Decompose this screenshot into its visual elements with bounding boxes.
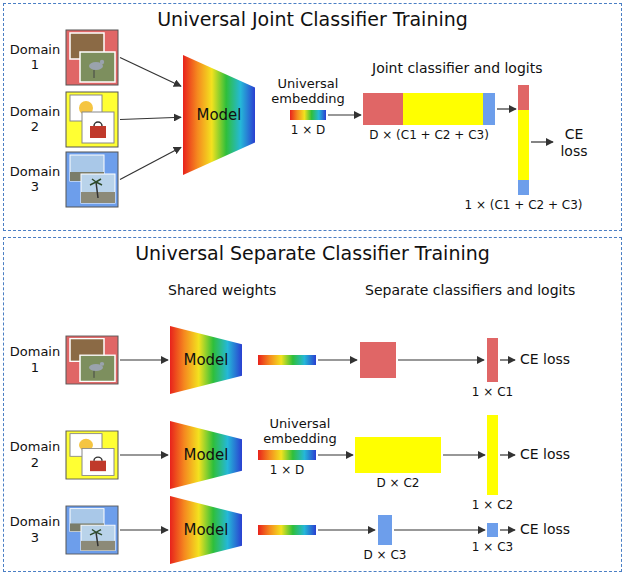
section-label: Shared weights (168, 282, 276, 299)
connector-arrow (120, 147, 181, 179)
panel-title: Universal Joint Classifier Training (4, 8, 621, 31)
dimension-label: 1 × D (291, 123, 326, 137)
model-outline (170, 421, 242, 489)
classifier-matrix: D × (C1 + C2 + C3) (363, 93, 495, 125)
arrow (398, 359, 484, 360)
dimension-label: D × C3 (364, 548, 407, 562)
matrix-segment (483, 93, 495, 125)
embedding-bar (258, 525, 316, 535)
embedding-bar (258, 355, 316, 365)
domain-label: Domain 2 (9, 439, 61, 470)
matrix-segment (487, 415, 498, 495)
model-trapezoid: Model (170, 421, 242, 489)
model-outline (183, 55, 255, 175)
arrow (500, 359, 515, 360)
model-trapezoid: Model (170, 496, 242, 564)
model-label: Model (170, 446, 242, 464)
arrow (500, 529, 515, 530)
domain-image-stack: Domain 2 (66, 431, 118, 479)
matrix-segment (378, 515, 392, 545)
classifier-matrix: D × C2 (355, 437, 441, 473)
connector-arrow (328, 114, 361, 115)
matrix-segment (403, 93, 483, 125)
dimension-label: 1 × C2 (472, 498, 513, 512)
embedding-label: Universal embedding (255, 416, 345, 447)
domain-label: Domain 1 (9, 42, 61, 73)
logits-bar: 1 × C2 (487, 415, 498, 495)
dimension-label: D × C2 (377, 476, 420, 490)
domain-images (66, 431, 118, 479)
domain-image-stack: Domain 1 (66, 30, 118, 85)
model-outline (170, 496, 242, 564)
arrow (500, 454, 515, 455)
logits-bar: 1 × C3 (487, 523, 498, 537)
domain-label: Domain 3 (9, 164, 61, 195)
matrix-segment (518, 180, 529, 195)
dimension-label: D × (C1 + C2 + C3) (369, 128, 489, 142)
domain-label: Domain 3 (9, 514, 61, 545)
domain-image-stack: Domain 3 (66, 152, 118, 207)
model-outline (170, 326, 242, 394)
model-trapezoid: Model (183, 55, 255, 175)
section-label: Separate classifiers and logits (365, 282, 575, 299)
classifier-matrix (360, 342, 396, 378)
loss-label: CE loss (520, 351, 570, 368)
loss-label: CE loss (520, 521, 570, 538)
domain-image-stack: Domain 2 (66, 92, 118, 147)
matrix-segment (355, 437, 441, 473)
connector-arrow (120, 454, 168, 455)
matrix-segment (363, 93, 403, 125)
domain-label: Domain 1 (9, 344, 61, 375)
arrow (318, 529, 375, 530)
dimension-label: 1 × C3 (472, 540, 513, 554)
connector-arrow (120, 58, 181, 87)
logits-bar: 1 × (C1 + C2 + C3) (518, 85, 529, 195)
logits-bar: 1 × C1 (487, 338, 498, 382)
matrix-segment (518, 110, 529, 180)
matrix-segment (518, 85, 529, 110)
domain-images (66, 336, 118, 384)
loss-label: CE loss (556, 126, 592, 160)
connector-arrow (443, 454, 485, 455)
connector-arrow (318, 454, 353, 455)
dimension-label: 1 × C1 (472, 385, 513, 399)
connector-arrow (497, 108, 516, 109)
domain-images (66, 30, 118, 85)
dimension-label: 1 × D (270, 463, 305, 477)
matrix-segment (487, 523, 498, 537)
domain-image-stack: Domain 3 (66, 506, 118, 554)
connector-arrow (120, 117, 181, 119)
panel-title: Universal Separate Classifier Training (4, 242, 621, 265)
loss-label: CE loss (520, 446, 570, 463)
connector-arrow (120, 359, 168, 360)
domain-images (66, 152, 118, 207)
embedding-bar: Universal embedding1 × D (290, 110, 326, 120)
domain-image-stack: Domain 1 (66, 336, 118, 384)
arrow (318, 359, 357, 360)
model-label: Model (183, 106, 255, 124)
section-label: Joint classifier and logits (372, 60, 542, 77)
matrix-segment (487, 338, 498, 382)
classifier-matrix: D × C3 (378, 515, 392, 545)
domain-images (66, 506, 118, 554)
domain-images (66, 92, 118, 147)
model-label: Model (170, 521, 242, 539)
embedding-bar: Universal embedding1 × D (258, 450, 316, 460)
connector-arrow (120, 529, 168, 530)
arrow (531, 141, 553, 142)
model-label: Model (170, 351, 242, 369)
connector-arrow (394, 529, 485, 530)
training-panel: Universal Joint Classifier TrainingDomai… (3, 3, 622, 231)
model-trapezoid: Model (170, 326, 242, 394)
embedding-label: Universal embedding (263, 76, 353, 107)
domain-label: Domain 2 (9, 104, 61, 135)
dimension-label: 1 × (C1 + C2 + C3) (464, 198, 582, 212)
